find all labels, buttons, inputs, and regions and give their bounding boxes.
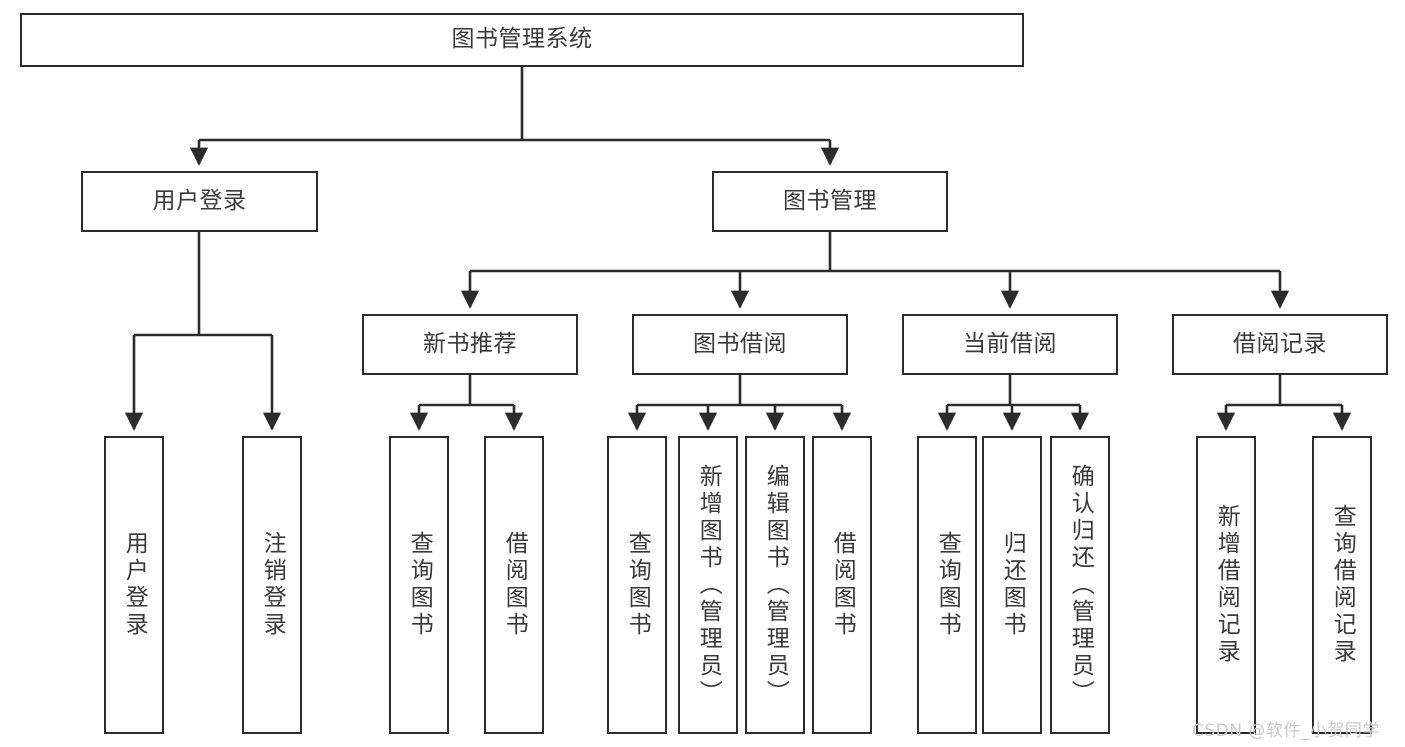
- node-current-borrow[interactable]: 当前借阅: [902, 314, 1118, 375]
- node-leaf-borrow-book[interactable]: 借阅图书: [812, 436, 872, 734]
- node-leaf-user-logout[interactable]: 注销登录: [242, 436, 302, 734]
- node-leaf-query-book-cur[interactable]: 查询图书: [917, 436, 977, 734]
- node-leaf-add-book-admin[interactable]: 新增图书（管理员）: [678, 436, 738, 734]
- node-leaf-return-book[interactable]: 归还图书: [982, 436, 1042, 734]
- node-user-login[interactable]: 用户登录: [81, 171, 318, 232]
- node-root[interactable]: 图书管理系统: [20, 13, 1024, 67]
- node-book-borrow[interactable]: 图书借阅: [632, 314, 848, 375]
- node-leaf-query-book-rec[interactable]: 查询图书: [389, 436, 449, 734]
- node-leaf-add-borrow-record[interactable]: 新增借阅记录: [1196, 436, 1256, 734]
- watermark-text: CSDN @软件_小贺同学: [1192, 721, 1380, 741]
- node-leaf-borrow-book-rec[interactable]: 借阅图书: [484, 436, 544, 734]
- node-borrow-record[interactable]: 借阅记录: [1172, 314, 1388, 375]
- node-leaf-query-borrow-record[interactable]: 查询借阅记录: [1312, 436, 1372, 734]
- node-new-book-recommend[interactable]: 新书推荐: [362, 314, 578, 375]
- node-leaf-query-book-borrow[interactable]: 查询图书: [607, 436, 667, 734]
- node-leaf-edit-book-admin[interactable]: 编辑图书（管理员）: [745, 436, 805, 734]
- node-book-manage[interactable]: 图书管理: [712, 171, 948, 232]
- node-leaf-confirm-return-admin[interactable]: 确认归还（管理员）: [1050, 436, 1110, 734]
- node-leaf-user-login[interactable]: 用户登录: [104, 436, 164, 734]
